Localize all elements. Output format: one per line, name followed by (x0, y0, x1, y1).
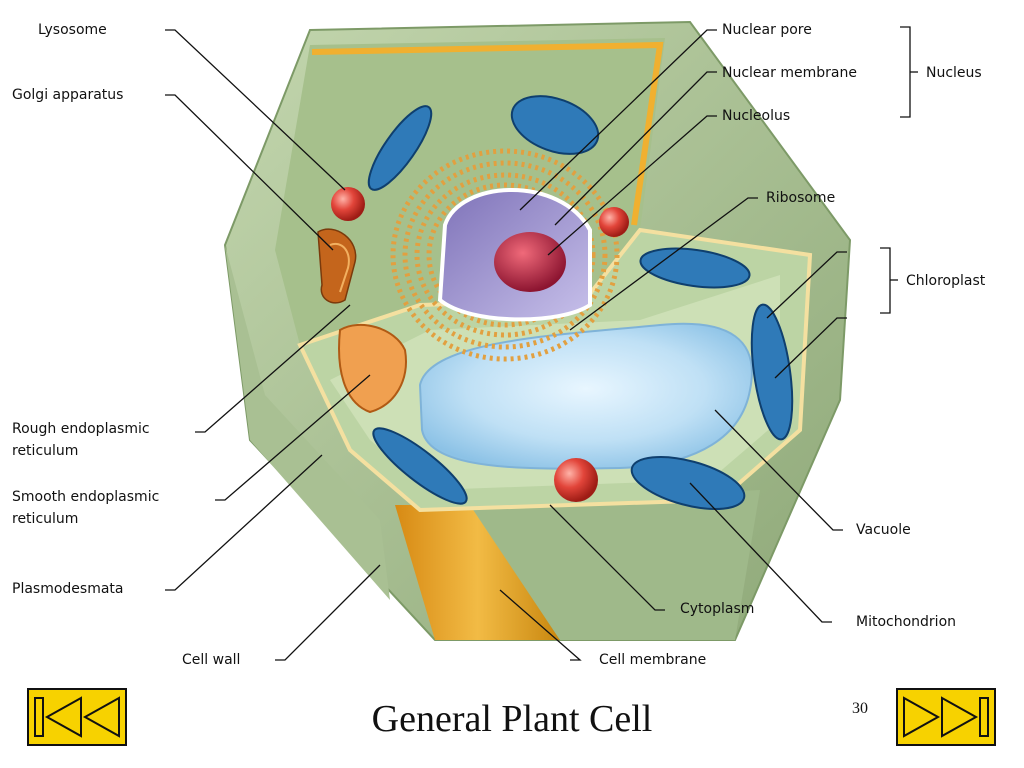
last-slide-button[interactable] (896, 688, 996, 746)
label-cytoplasm: Cytoplasm (680, 601, 754, 617)
nucleus-shape (437, 188, 592, 322)
lysosome-shape-2 (599, 207, 629, 237)
skip-to-end-icon (903, 696, 989, 738)
golgi-shape (317, 228, 357, 304)
vacuole-shape (418, 322, 753, 470)
label-rough-er-line2: reticulum (12, 443, 78, 459)
organelles-blue (367, 95, 794, 511)
smooth-er-shape (338, 323, 407, 414)
label-smooth-er-line2: reticulum (12, 511, 78, 527)
label-plasmodesmata: Plasmodesmata (12, 581, 124, 597)
chloroplast-shape-2 (750, 303, 794, 441)
page-number: 30 (852, 700, 868, 717)
label-lysosome: Lysosome (38, 22, 107, 38)
mitochondrion-shape-1 (510, 95, 600, 155)
label-mitochondrion: Mitochondrion (856, 614, 956, 630)
slide-title: General Plant Cell (371, 698, 653, 740)
label-smooth-er-line1: Smooth endoplasmic (12, 489, 159, 505)
first-slide-button[interactable] (27, 688, 127, 746)
label-nuclear-pore: Nuclear pore (722, 22, 812, 38)
label-cell-wall: Cell wall (182, 652, 240, 668)
label-nucleus: Nucleus (926, 65, 982, 81)
chloroplast-shape-1 (367, 105, 433, 191)
cell-wall-left-face (225, 245, 390, 600)
label-chloroplast: Chloroplast (906, 273, 986, 289)
label-nuclear-membrane: Nuclear membrane (722, 65, 857, 81)
label-ribosome: Ribosome (766, 190, 835, 206)
cell-wall-bottom-face (470, 490, 760, 640)
mitochondrion-shape-3 (630, 455, 746, 511)
lysosome-shape (331, 187, 365, 221)
label-golgi-apparatus: Golgi apparatus (12, 87, 123, 103)
gold-membrane-edge (311, 41, 664, 226)
label-rough-er-line1: Rough endoplasmic (12, 421, 150, 437)
label-cell-membrane: Cell membrane (599, 652, 706, 668)
chloroplast-shape-3 (372, 427, 468, 505)
lysosome-shape-3 (554, 458, 598, 502)
skip-to-start-icon (34, 696, 120, 738)
leader-lines (165, 26, 918, 661)
label-vacuole: Vacuole (856, 522, 911, 538)
label-nucleolus: Nucleolus (722, 108, 790, 124)
